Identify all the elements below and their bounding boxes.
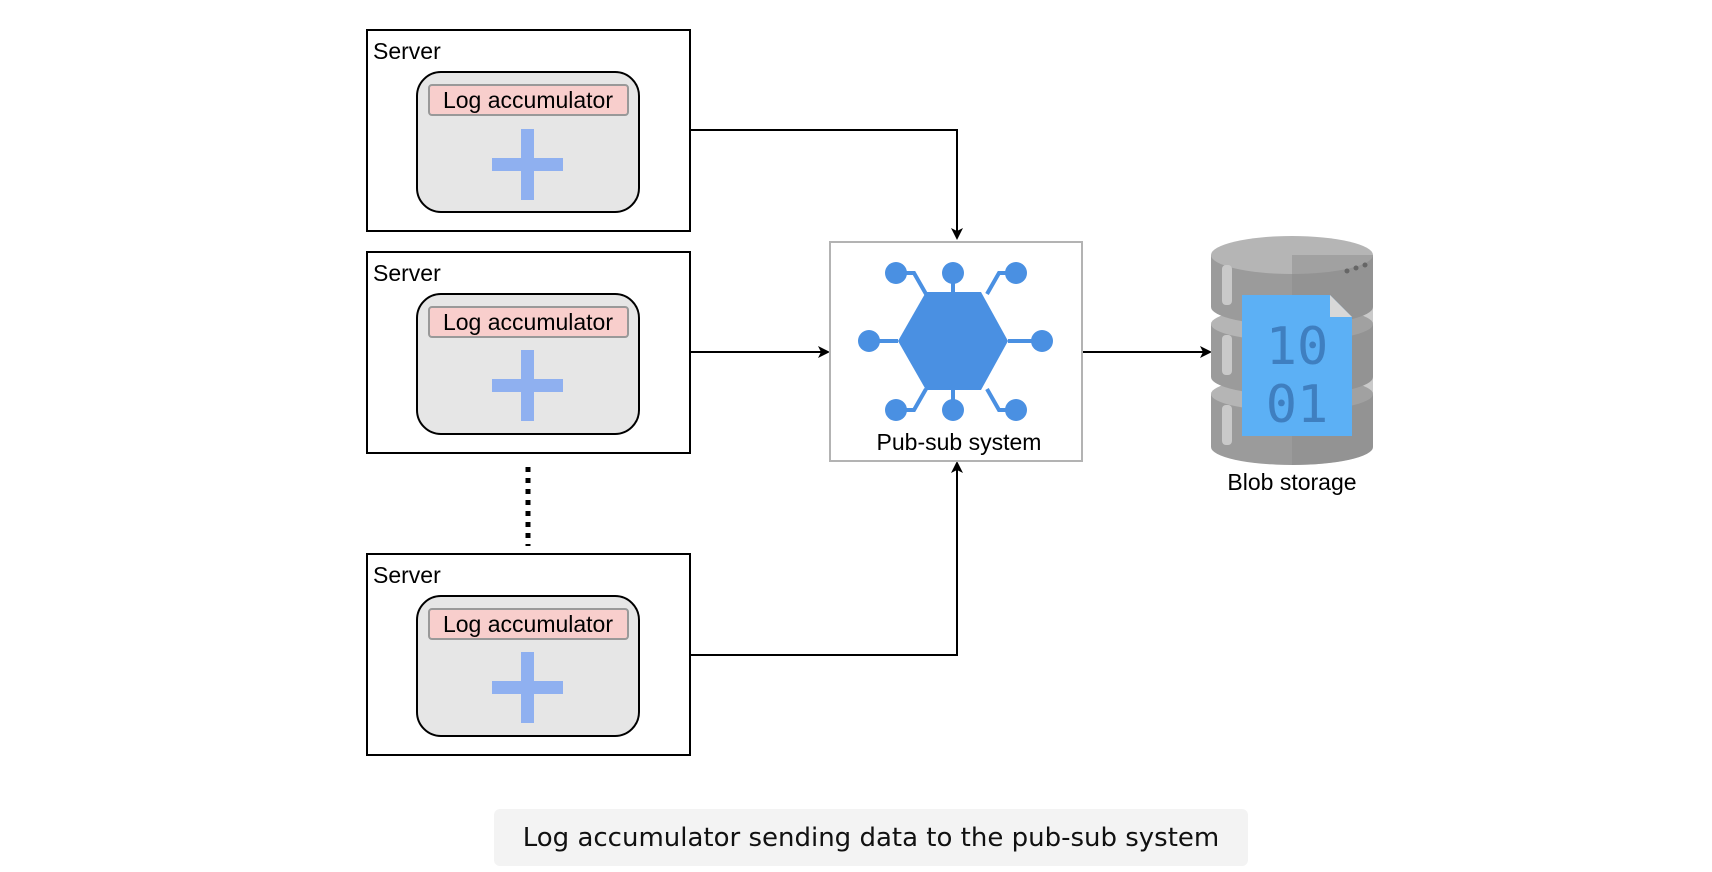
log-accumulator-label: Log accumulator	[443, 87, 613, 113]
server-3: Server Log accumulator	[366, 553, 691, 756]
plus-icon	[492, 652, 563, 723]
caption-text: Log accumulator sending data to the pub-…	[522, 822, 1220, 853]
pubsub-node: Pub-sub system	[829, 241, 1083, 462]
pubsub-hub-icon	[858, 262, 1053, 421]
diagram-caption: Log accumulator sending data to the pub-…	[494, 809, 1248, 866]
server-title: Server	[373, 38, 441, 64]
plus-icon	[492, 350, 563, 421]
log-accumulator-tag	[428, 306, 629, 338]
log-accumulator-tag	[428, 608, 629, 640]
database-binary-icon: 10 01	[1211, 236, 1373, 465]
server-title: Server	[373, 260, 441, 286]
log-accumulator-label: Log accumulator	[443, 309, 613, 335]
binary-digits-bottom: 01	[1266, 375, 1329, 435]
log-accumulator-label: Log accumulator	[443, 611, 613, 637]
blob-storage-label: Blob storage	[1227, 469, 1356, 495]
blob-storage-node: 10 01 Blob storage	[1211, 236, 1373, 495]
arrow-server3-to-pubsub	[690, 461, 963, 656]
pubsub-label: Pub-sub system	[877, 429, 1042, 455]
log-accumulator-tag	[428, 84, 629, 116]
arrow-server1-to-pubsub	[690, 129, 963, 240]
server-title: Server	[373, 562, 441, 588]
plus-icon	[492, 129, 563, 200]
server-1: Server Log accumulator	[366, 29, 691, 232]
server-2: Server Log accumulator	[366, 251, 691, 454]
binary-digits-top: 10	[1266, 317, 1329, 377]
